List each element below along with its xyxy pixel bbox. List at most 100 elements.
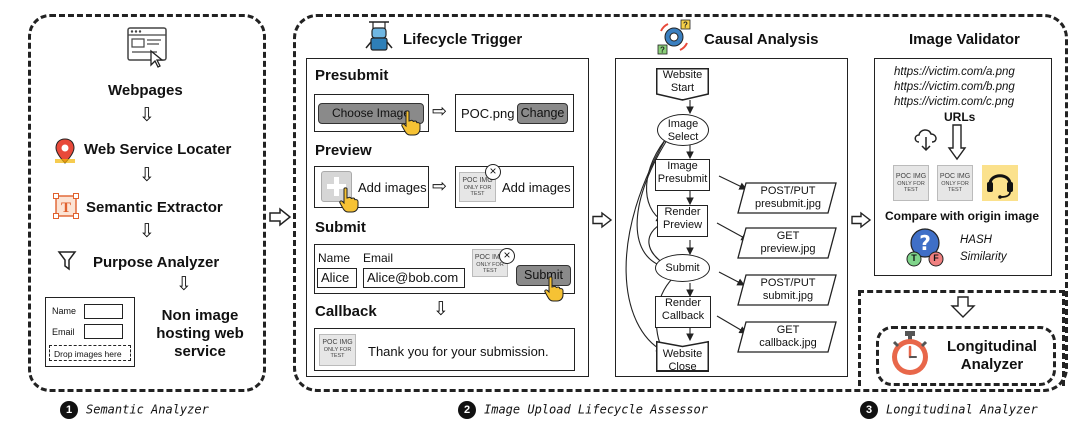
robot-icon bbox=[365, 21, 393, 51]
svg-text:?: ? bbox=[660, 46, 665, 55]
form-email-field bbox=[84, 324, 123, 339]
cloud-download-icon bbox=[914, 129, 937, 152]
form-name-field bbox=[84, 304, 123, 319]
text-select-icon: T bbox=[53, 193, 79, 219]
arrow-down-icon bbox=[950, 296, 976, 318]
headset-icon bbox=[987, 174, 1013, 199]
node-website-start-border bbox=[656, 68, 709, 101]
hash-label: HASH bbox=[960, 234, 992, 246]
name-field[interactable]: Alice bbox=[317, 268, 357, 288]
choose-image-button[interactable]: Choose Image bbox=[318, 103, 424, 124]
presubmit-label: Presubmit bbox=[315, 67, 389, 84]
email-field[interactable]: Alice@bob.com bbox=[363, 268, 465, 288]
submit-email-label: Email bbox=[363, 251, 394, 265]
arrow-right-icon: ⇨ bbox=[432, 101, 448, 121]
arrow-down-icon bbox=[947, 124, 967, 161]
step-number-badge: 1 bbox=[60, 401, 78, 419]
lifecycle-assessor-panel bbox=[293, 14, 1068, 392]
node-image-presubmit: Image Presubmit bbox=[655, 159, 710, 191]
caption-longitudinal: 3 Longitudinal Analyzer bbox=[860, 401, 1038, 419]
url-a: https://victim.com/a.png bbox=[894, 66, 1015, 78]
arrow-right-icon: ⇨ bbox=[432, 176, 448, 196]
form-name-label: Name bbox=[52, 306, 77, 316]
caption-semantic-analyzer: 1 Semantic Analyzer bbox=[60, 401, 209, 419]
filename-text: POC.png bbox=[461, 106, 515, 121]
caption-text: Semantic Analyzer bbox=[86, 402, 209, 417]
compare-label: Compare with origin image bbox=[885, 209, 1040, 223]
submit-name-label: Name bbox=[318, 251, 351, 265]
node-render-callback: Render Callback bbox=[655, 296, 711, 328]
arrow-down-icon: ⇩ bbox=[139, 221, 155, 242]
true-badge-label: T bbox=[911, 253, 917, 263]
add-images-text-2: Add images bbox=[502, 180, 571, 195]
arrow-down-icon: ⇩ bbox=[139, 105, 155, 126]
causal-analysis-title: Causal Analysis bbox=[704, 31, 819, 48]
image-validator-title: Image Validator bbox=[909, 31, 1020, 48]
gear-analysis-icon: ? ? bbox=[657, 19, 691, 55]
webpage-icon bbox=[127, 27, 167, 68]
caption-assessor: 2 Image Upload Lifecycle Assessor bbox=[458, 401, 708, 419]
node-submit: Submit bbox=[655, 254, 710, 282]
arrow-down-icon: ⇩ bbox=[139, 165, 155, 186]
false-badge-label: F bbox=[933, 253, 939, 263]
request-preview: GET preview.jpg bbox=[760, 230, 816, 255]
submit-label: Submit bbox=[315, 219, 366, 236]
lifecycle-trigger-title: Lifecycle Trigger bbox=[403, 31, 523, 48]
submit-button[interactable]: Submit bbox=[516, 265, 571, 286]
step-number-badge: 2 bbox=[458, 401, 476, 419]
svg-text:?: ? bbox=[919, 231, 931, 255]
step-webpages: Webpages bbox=[108, 82, 183, 99]
hand-pointer-icon bbox=[401, 110, 421, 136]
svg-text:T: T bbox=[61, 200, 71, 216]
url-b: https://victim.com/b.png bbox=[894, 81, 1015, 93]
longitudinal-connector bbox=[858, 290, 1065, 293]
non-image-hosting-label: Non image hosting web service bbox=[156, 307, 244, 360]
similarity-label: Similarity bbox=[960, 251, 1007, 263]
longitudinal-analyzer-panel bbox=[876, 326, 1056, 386]
arrow-down-icon: ⇩ bbox=[433, 299, 449, 320]
semantic-analyzer-panel bbox=[28, 14, 266, 392]
longitudinal-connector-right bbox=[1062, 290, 1065, 386]
remove-image-icon[interactable]: × bbox=[485, 164, 501, 180]
form-drop-zone bbox=[49, 345, 131, 361]
arrow-down-icon: ⇩ bbox=[176, 274, 192, 295]
hand-pointer-icon bbox=[544, 276, 564, 302]
form-drop-label: Drop images here bbox=[54, 349, 122, 359]
filter-icon bbox=[57, 251, 77, 271]
node-render-preview: Render Preview bbox=[657, 205, 708, 237]
svg-text:?: ? bbox=[683, 21, 688, 30]
longitudinal-connector-left bbox=[858, 290, 861, 386]
node-image-select: Image Select bbox=[657, 114, 709, 146]
arrow-right-icon bbox=[851, 211, 872, 229]
plus-icon bbox=[327, 177, 346, 196]
request-parallelograms bbox=[737, 182, 837, 353]
question-icon: ? bbox=[906, 228, 944, 267]
callback-label: Callback bbox=[315, 303, 377, 320]
caption-text: Image Upload Lifecycle Assessor bbox=[484, 402, 708, 417]
step-semantic-extractor: Semantic Extractor bbox=[86, 199, 223, 216]
add-images-text: Add images bbox=[358, 180, 427, 195]
url-c: https://victim.com/c.png bbox=[894, 96, 1015, 108]
callback-box bbox=[314, 328, 575, 371]
change-button[interactable]: Change bbox=[517, 103, 568, 124]
step-number-badge: 3 bbox=[860, 401, 878, 419]
hand-pointer-icon bbox=[339, 187, 359, 213]
urls-label: URLs bbox=[944, 110, 976, 124]
step-web-service-locater: Web Service Locater bbox=[84, 141, 232, 158]
caption-text: Longitudinal Analyzer bbox=[886, 402, 1038, 417]
arrow-right-icon bbox=[269, 207, 292, 227]
callback-message: Thank you for your submission. bbox=[368, 344, 549, 359]
location-pin-icon bbox=[55, 138, 75, 164]
node-website-close-border bbox=[656, 340, 709, 372]
preview-label: Preview bbox=[315, 142, 372, 159]
stopwatch-icon bbox=[892, 331, 928, 375]
arrow-right-icon bbox=[592, 211, 613, 229]
request-callback: GET callback.jpg bbox=[759, 324, 817, 349]
form-email-label: Email bbox=[52, 327, 75, 337]
request-submit: POST/PUT submit.jpg bbox=[760, 277, 816, 302]
remove-image-icon[interactable]: × bbox=[499, 248, 515, 264]
